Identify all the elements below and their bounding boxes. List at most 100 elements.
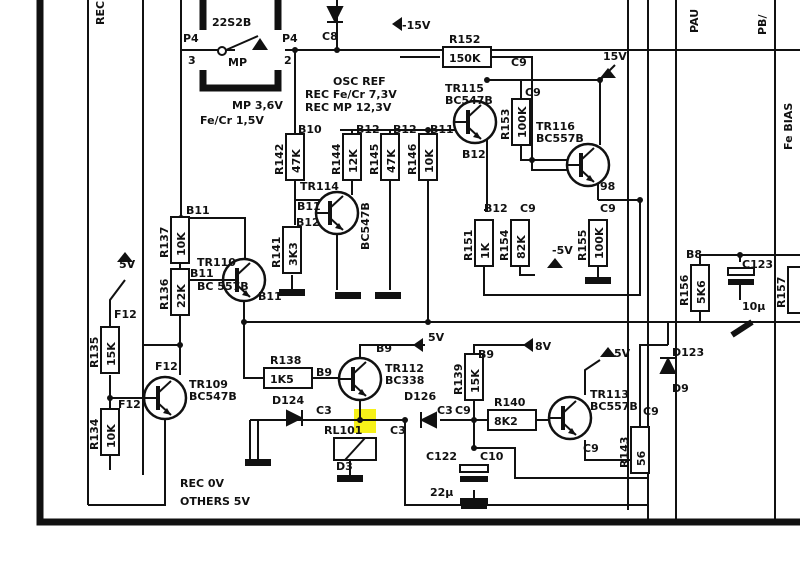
transistor-ref: TR115: [445, 82, 484, 95]
resistor-r154: 82K R154: [498, 219, 530, 267]
supply-label: 8V: [535, 340, 552, 353]
junction-dot: [425, 127, 431, 133]
transistor-type: BC547B: [445, 94, 493, 107]
resistor-value: 100K: [593, 227, 606, 259]
resistor-ref: R152: [449, 33, 480, 46]
resistor-ref: R137: [158, 227, 171, 258]
wire: [109, 279, 126, 328]
capacitor-ref: C123: [742, 258, 773, 271]
supply-label: 15V: [603, 50, 627, 63]
transistor-type: BC 557B: [197, 280, 249, 293]
resistor-ref: R135: [88, 337, 101, 368]
relay-label: RL101: [324, 424, 362, 437]
transistor-ref: TR114: [300, 180, 339, 193]
transistor-type: BC557B: [590, 400, 638, 413]
supply-label: -5V: [552, 244, 573, 257]
wire: [484, 140, 488, 211]
transistor-type: BC338: [385, 374, 424, 387]
resistor-value: 56: [635, 450, 648, 466]
supply-arrow-icon: [600, 68, 616, 78]
wires: [36, 0, 800, 526]
grid-ref: B10: [298, 123, 322, 136]
resistor-ref: R138: [270, 354, 301, 367]
resistor-value: 10K: [423, 149, 436, 173]
ground-symbol: [337, 475, 363, 482]
resistor-value: 1K5: [270, 373, 294, 386]
grid-ref: 98: [600, 180, 615, 193]
grid-ref: B11: [430, 123, 454, 136]
diode-label: D126: [404, 390, 436, 403]
pin-label: 3: [188, 54, 196, 67]
wire: [243, 302, 800, 323]
junction-dot: [529, 157, 535, 163]
supply-arrow-icon: [392, 17, 402, 31]
pin-label: P4: [282, 32, 298, 45]
transistor-ref: TR112: [385, 362, 424, 375]
supply-label: 5V: [428, 331, 445, 344]
note-rec-mp: REC MP 12,3V: [305, 101, 392, 114]
ground-symbol: [335, 292, 361, 299]
transistor-type: BC557B: [536, 132, 584, 145]
switch-name: MP: [228, 56, 247, 69]
grid-ref: C8: [322, 30, 338, 43]
transistor-ref: TR113: [590, 388, 629, 401]
note-fe-bias: Fe BIAS: [782, 103, 795, 150]
grid-ref: B12: [356, 123, 380, 136]
resistor-r138: 1K5 R138: [263, 354, 313, 389]
resistor-value: 12K: [347, 149, 360, 173]
resistor-ref: R134: [88, 418, 101, 450]
grid-ref: F12: [114, 308, 137, 321]
note-rec: REC: [94, 1, 107, 25]
wire: [519, 265, 535, 276]
grid-ref: B11: [190, 267, 214, 280]
junction-dot: [471, 445, 477, 451]
wire: [584, 359, 601, 395]
wire: [36, 0, 800, 526]
junction-dot: [177, 342, 183, 348]
resistor-value: 100K: [516, 106, 529, 138]
transistor-ref: TR116: [536, 120, 575, 133]
wire: [474, 447, 648, 479]
diode-c8: [326, 6, 344, 24]
resistor-value: 22K: [175, 284, 188, 308]
switch-ref: 22S2B: [212, 16, 251, 29]
supply-arrow-icon: [600, 347, 616, 357]
junction-dot: [425, 319, 431, 325]
supply-arrow-icon: [117, 252, 133, 262]
wire: [520, 145, 570, 161]
supply-label: -15V: [402, 19, 431, 32]
resistor-ref: R145: [368, 144, 381, 175]
wire: [483, 200, 641, 296]
transistor-ref: TR110: [197, 256, 236, 269]
note-pause: PAU: [688, 9, 701, 33]
resistor-ref: R156: [678, 274, 691, 306]
resistor-ref: R151: [462, 230, 475, 261]
grid-ref: F12: [155, 360, 178, 373]
diode-d123: D123: [659, 346, 704, 374]
transistor-ref: TR109: [189, 378, 228, 391]
resistor-value: 82K: [515, 235, 528, 259]
grid-ref: C3: [390, 424, 406, 437]
resistor-ref: R154: [498, 229, 511, 261]
diode-label: D123: [672, 346, 704, 359]
note-osc-ref: OSC REF: [333, 75, 386, 88]
grid-ref: D9: [672, 382, 689, 395]
capacitor-ref: C122: [426, 450, 457, 463]
grid-ref: B11: [258, 290, 282, 303]
junction-dot: [471, 417, 477, 423]
grid-ref: B11: [297, 200, 321, 213]
grid-ref: C9: [520, 202, 536, 215]
pin-label: 2: [284, 54, 292, 67]
